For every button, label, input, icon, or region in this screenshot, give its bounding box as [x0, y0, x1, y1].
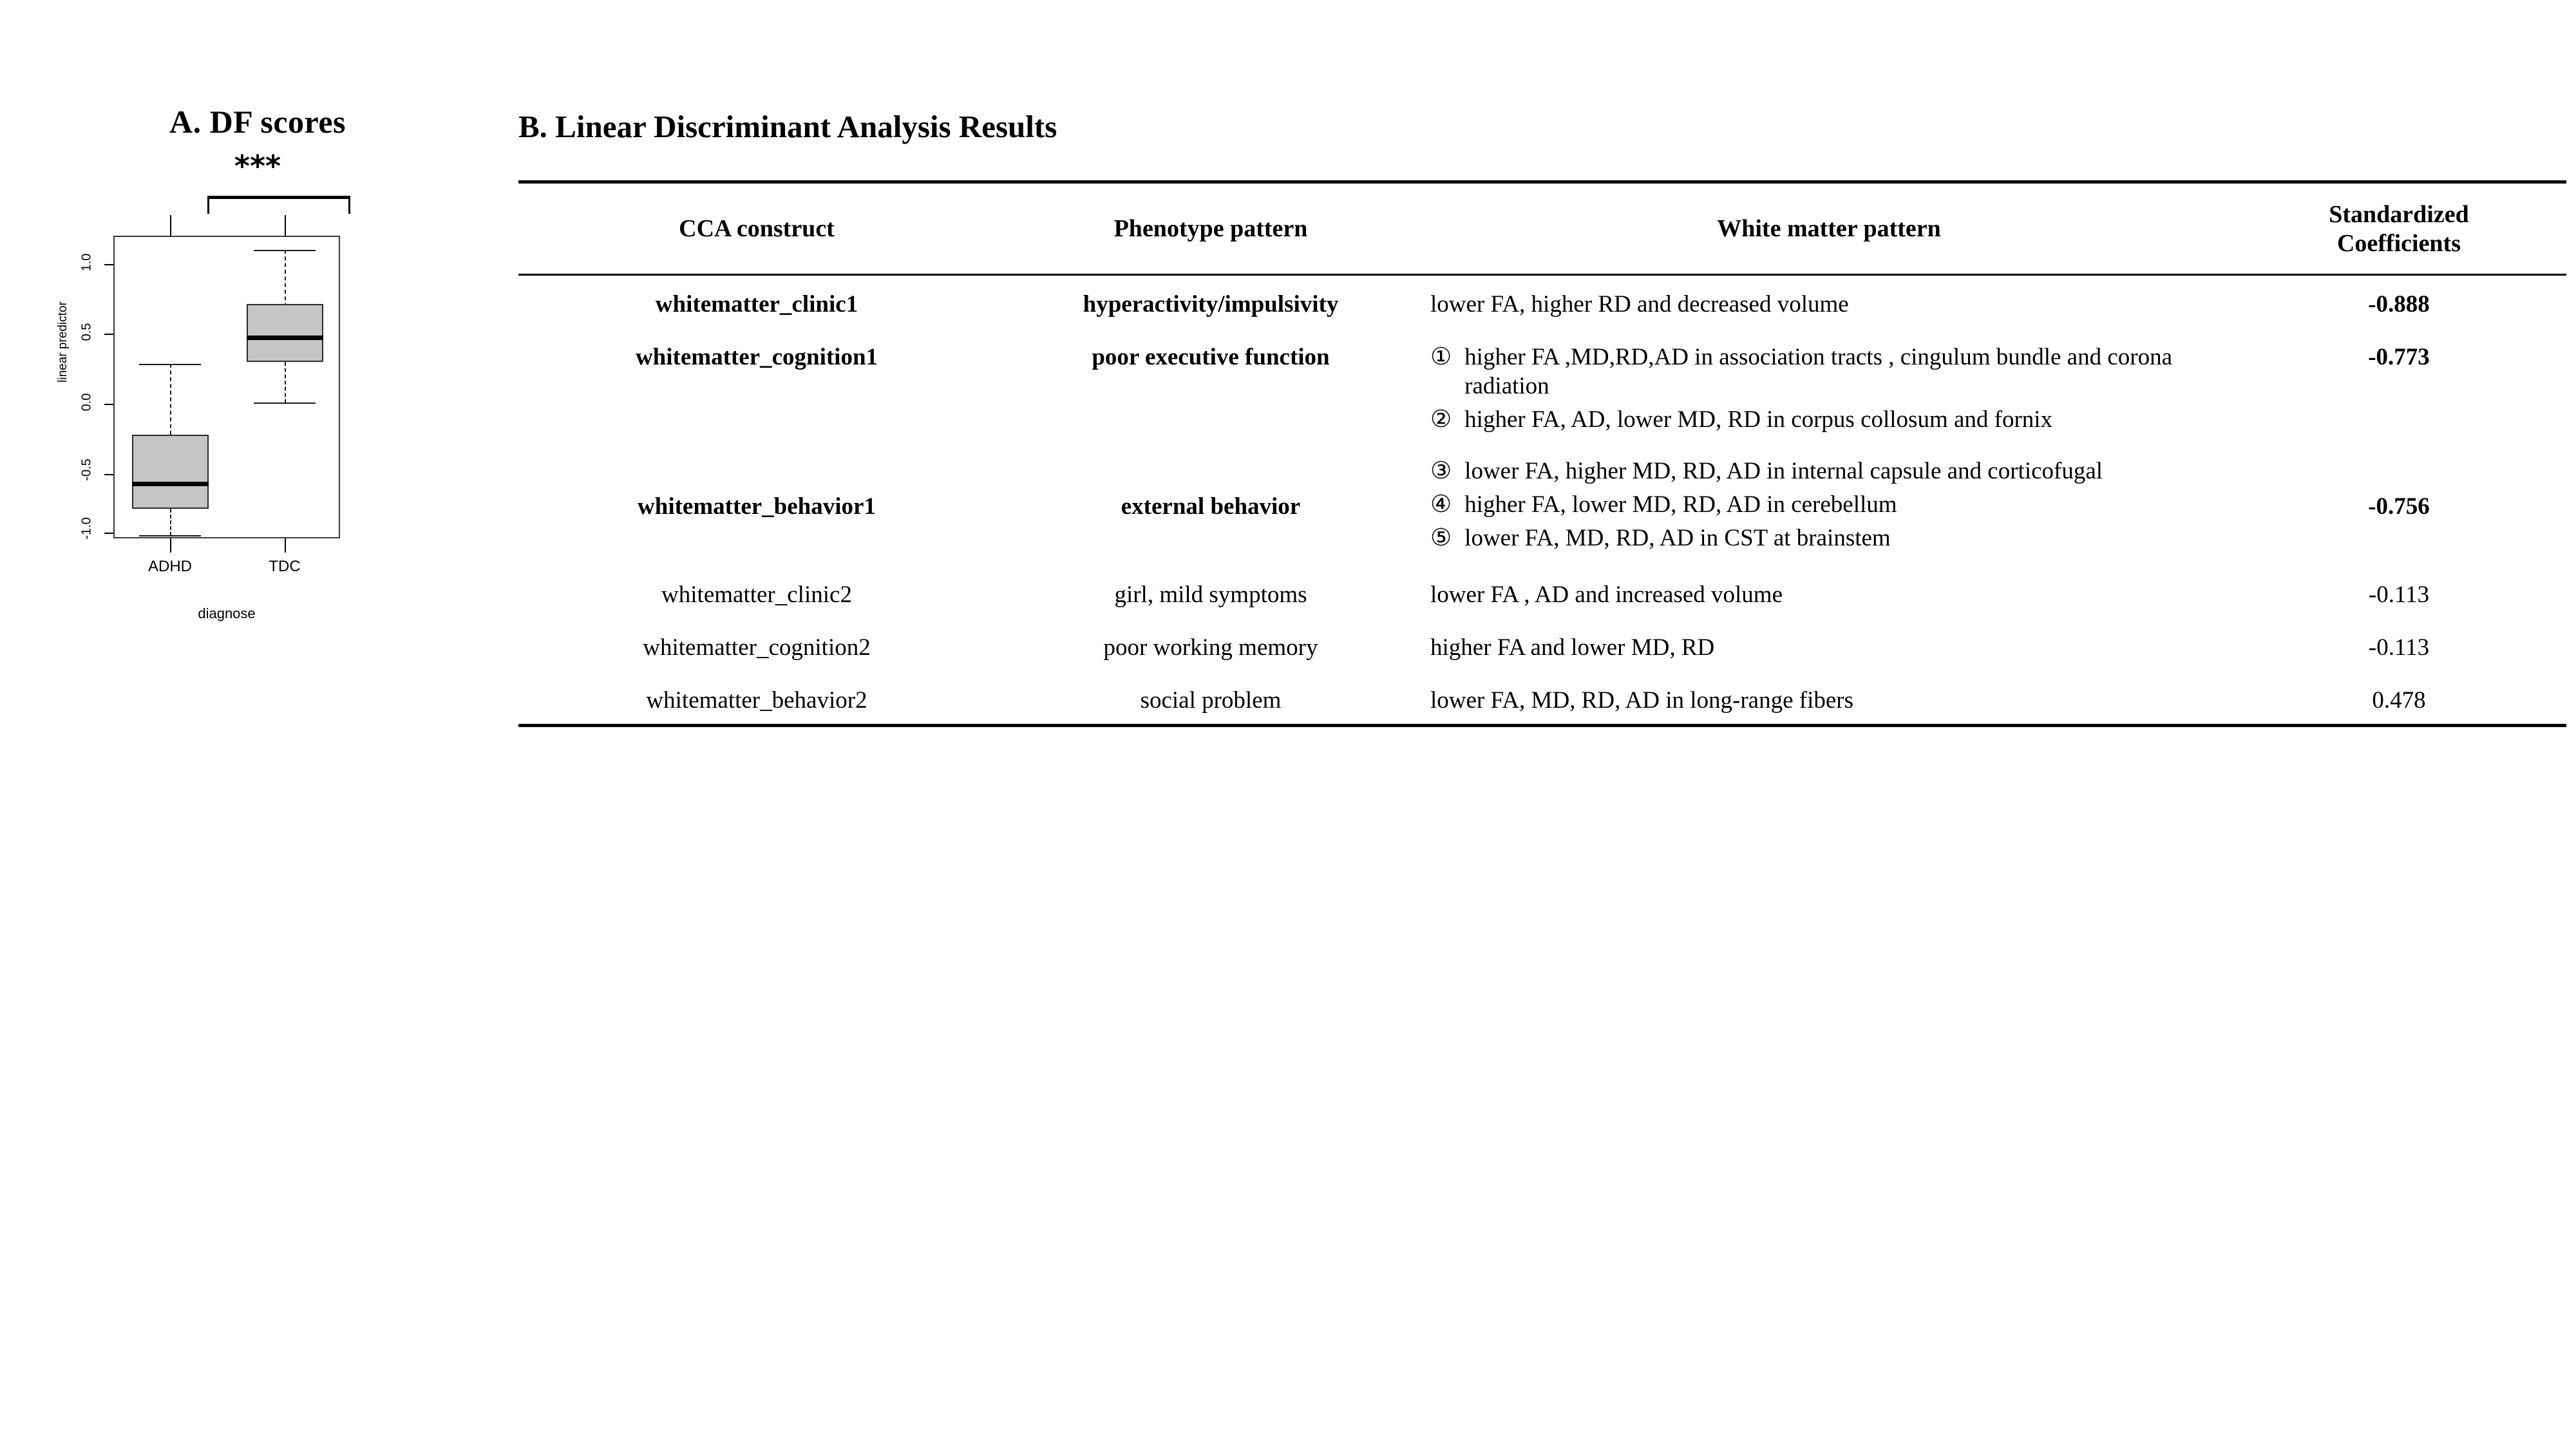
cell-coefficient: -0.756: [2368, 493, 2430, 520]
y-tick-label-4: -0.5: [79, 459, 94, 481]
list-item: ② higher FA, AD, lower MD, RD in corpus …: [1430, 405, 2228, 435]
adhd-lower-whisker: [170, 509, 171, 536]
y-tick-label-5: -1.0: [79, 517, 94, 540]
cell-coefficient: -0.773: [2368, 343, 2430, 370]
circled-number-5: ⑤: [1430, 524, 1452, 551]
list-item: ③ lower FA, higher MD, RD, AD in interna…: [1430, 457, 2228, 486]
y-axis-title-text: linear predictor: [55, 301, 70, 383]
white-matter-item-list: ① higher FA ,MD,RD,AD in association tra…: [1430, 343, 2228, 435]
tdc-top-tick: [285, 215, 286, 236]
adhd-top-tick: [170, 215, 171, 236]
column-header-phenotype-pattern: Phenotype pattern: [1113, 215, 1308, 243]
cell-construct: whitematter_behavior2: [646, 687, 867, 714]
cell-coefficient: 0.478: [2372, 687, 2426, 714]
cell-white-matter: lower FA, higher RD and decreased volume: [1430, 290, 1849, 317]
standardized-line-2: Coefficients: [2336, 229, 2461, 257]
x-tick-label-tdc: TDC: [269, 558, 301, 575]
list-item-text: higher FA ,MD,RD,AD in association tract…: [1464, 343, 2173, 400]
x-axis-title: diagnose: [198, 605, 256, 621]
white-matter-item-list: ③ lower FA, higher MD, RD, AD in interna…: [1430, 457, 2228, 553]
tdc-upper-cap: [254, 250, 316, 251]
adhd-upper-whisker: [170, 364, 171, 435]
list-item: ① higher FA ,MD,RD,AD in association tra…: [1430, 343, 2228, 402]
column-header-white-matter-pattern: White matter pattern: [1717, 215, 1941, 243]
y-tick-label-2: 0.5: [79, 323, 94, 341]
table-row: whitematter_clinic1 hyperactivity/impuls…: [518, 274, 2566, 328]
tdc-median-line: [247, 336, 323, 340]
cell-phenotype: poor working memory: [1103, 634, 1318, 661]
table-row: whitematter_cognition1 poor executive fu…: [518, 328, 2566, 448]
cell-white-matter: ① higher FA ,MD,RD,AD in association tra…: [1426, 328, 2231, 448]
panel-b-title: B. Linear Discriminant Analysis Results: [518, 109, 1057, 144]
circled-number-2: ②: [1430, 406, 1452, 433]
x-tick-tdc: [285, 538, 286, 553]
panel-b-table: B. Linear Discriminant Analysis Results …: [509, 0, 2576, 1030]
y-tick-3: [104, 404, 113, 405]
standardized-line-1: Standardized: [2329, 201, 2469, 228]
y-tick-label-1: 1.0: [79, 253, 94, 272]
cell-phenotype: poor executive function: [1092, 343, 1330, 370]
list-item: ④ higher FA, lower MD, RD, AD in cerebel…: [1430, 490, 2228, 520]
cell-construct: whitematter_cognition1: [635, 343, 878, 370]
cell-white-matter: higher FA and lower MD, RD: [1430, 634, 1715, 661]
cell-construct: whitematter_behavior1: [638, 493, 876, 520]
circled-number-1: ①: [1430, 343, 1452, 370]
tdc-upper-whisker: [285, 250, 286, 314]
adhd-median-line: [132, 482, 209, 486]
list-item-text: higher FA, lower MD, RD, AD in cerebellu…: [1464, 491, 1897, 518]
cell-coefficient: -0.113: [2368, 581, 2430, 608]
cell-phenotype: girl, mild symptoms: [1114, 581, 1307, 608]
list-item: ⑤ lower FA, MD, RD, AD in CST at brainst…: [1430, 524, 2228, 553]
cell-phenotype: social problem: [1140, 687, 1282, 714]
significance-bar-right-tick: [348, 196, 350, 214]
table-row: whitematter_behavior1 external behavior …: [518, 448, 2566, 566]
cell-coefficient: -0.113: [2368, 634, 2430, 661]
list-item-text: higher FA, AD, lower MD, RD in corpus co…: [1464, 406, 2053, 433]
cell-white-matter: lower FA, MD, RD, AD in long-range fiber…: [1430, 687, 1854, 714]
significance-bar-left-tick: [207, 196, 209, 214]
list-item-text: lower FA, higher MD, RD, AD in internal …: [1464, 458, 2103, 485]
cell-phenotype: hyperactivity/impulsivity: [1083, 290, 1339, 317]
y-tick-5: [104, 533, 113, 534]
y-tick-4: [104, 474, 113, 475]
adhd-lower-cap: [139, 535, 201, 536]
column-header-standardized-coefficients: Standardized Coefficients: [2231, 182, 2566, 275]
cell-construct: whitematter_clinic1: [655, 290, 858, 317]
list-item-text: lower FA, MD, RD, AD in CST at brainstem: [1464, 524, 1891, 551]
lda-results-table: CCA construct Phenotype pattern White ma…: [518, 180, 2566, 727]
significance-stars: ***: [234, 149, 281, 184]
panel-a-title: A. DF scores: [169, 104, 346, 140]
table-row: whitematter_cognition2 poor working memo…: [518, 619, 2566, 672]
y-tick-1: [104, 264, 113, 265]
circled-number-4: ④: [1430, 491, 1452, 518]
table-row: whitematter_clinic2 girl, mild symptoms …: [518, 566, 2566, 619]
tdc-lower-whisker: [285, 362, 286, 403]
cell-construct: whitematter_clinic2: [661, 581, 852, 608]
column-header-cca-construct: CCA construct: [679, 215, 835, 243]
adhd-upper-cap: [139, 364, 201, 365]
cell-phenotype: external behavior: [1121, 493, 1301, 520]
x-tick-adhd: [170, 538, 171, 553]
cell-coefficient: -0.888: [2368, 290, 2430, 317]
tdc-lower-cap: [254, 402, 316, 404]
table-row: whitematter_behavior2 social problem low…: [518, 672, 2566, 726]
panel-a-boxplot: A. DF scores *** linear predictor 1.0 0.…: [0, 0, 515, 683]
cell-construct: whitematter_cognition2: [643, 634, 871, 661]
tdc-box: [247, 304, 323, 362]
cell-white-matter: ③ lower FA, higher MD, RD, AD in interna…: [1426, 448, 2231, 566]
table-header-row: CCA construct Phenotype pattern White ma…: [518, 182, 2566, 275]
adhd-box: [132, 435, 209, 509]
cell-white-matter: lower FA , AD and increased volume: [1430, 581, 1783, 608]
circled-number-3: ③: [1430, 458, 1452, 485]
y-tick-2: [104, 334, 113, 335]
y-tick-label-3: 0.0: [79, 393, 94, 412]
significance-bar: [207, 196, 350, 199]
x-tick-label-adhd: ADHD: [147, 558, 192, 575]
